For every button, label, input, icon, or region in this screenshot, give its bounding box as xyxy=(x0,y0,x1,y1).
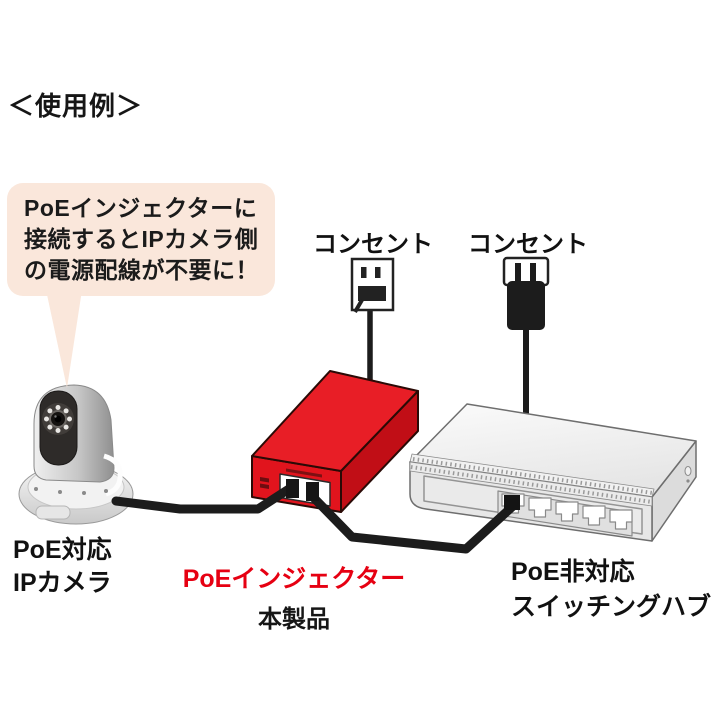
plug-prong xyxy=(515,263,521,282)
page-title: ＜使用例＞ xyxy=(8,91,144,121)
injector-print-marks xyxy=(260,468,322,489)
injector-label: PoEインジェクター 本製品 xyxy=(166,559,422,634)
speech-bubble-body xyxy=(7,183,275,296)
camera-base-dots xyxy=(34,487,108,495)
outlet-left-label: コンセント xyxy=(313,231,433,258)
switching-hub-illustration xyxy=(409,403,697,542)
outlet-slot xyxy=(375,267,381,278)
callout-text: PoEインジェクターに 接続するとIPカメラ側 の電源配線が不要に！ xyxy=(7,183,275,296)
hub-port xyxy=(609,509,633,530)
camera-label: PoE対応 IPカメラ xyxy=(13,534,112,600)
lan-cable-hub xyxy=(307,491,518,554)
injector-port-plug xyxy=(286,479,299,498)
camera-led-dots xyxy=(44,405,72,433)
power-plug-icon xyxy=(502,256,550,330)
ip-camera-illustration xyxy=(18,384,134,525)
poe-injector-illustration xyxy=(251,370,419,513)
lan-cable-camera xyxy=(111,482,297,514)
hub-port-plug xyxy=(504,495,520,510)
callout-line: PoEインジェクターに xyxy=(24,195,258,221)
hub-power-inlet xyxy=(684,466,692,476)
outlet-slot xyxy=(361,267,367,278)
outlet-right-label: コンセント xyxy=(468,231,588,258)
callout-line: の電源配線が不要に！ xyxy=(24,257,259,283)
injector-top-face xyxy=(251,370,419,472)
hub-lan-ports xyxy=(501,493,633,530)
hub-port xyxy=(582,505,606,526)
hub-port xyxy=(555,501,579,522)
callout-line: 接続するとIPカメラ側 xyxy=(24,226,259,252)
injector-product-label: 本製品 xyxy=(258,606,330,633)
hub-label: PoE非対応 スイッチングハブ xyxy=(511,555,711,625)
hub-label-line2: スイッチングハブ xyxy=(511,593,712,621)
injector-port-plug xyxy=(306,482,319,501)
plug-prong xyxy=(530,263,536,282)
outlet-plug xyxy=(358,286,386,301)
hub-label-line1: PoE非対応 xyxy=(511,558,635,586)
hub-vent-strip-front xyxy=(409,461,653,507)
hub-port xyxy=(528,497,552,518)
plug-body xyxy=(507,281,545,330)
speech-bubble xyxy=(7,183,275,388)
speech-bubble-tail xyxy=(46,290,82,388)
injector-name-label: PoEインジェクター xyxy=(182,565,406,593)
camera-label-line1: PoE対応 xyxy=(13,536,112,564)
camera-label-line2: IPカメラ xyxy=(13,569,112,597)
wall-outlet-icon xyxy=(350,257,395,314)
